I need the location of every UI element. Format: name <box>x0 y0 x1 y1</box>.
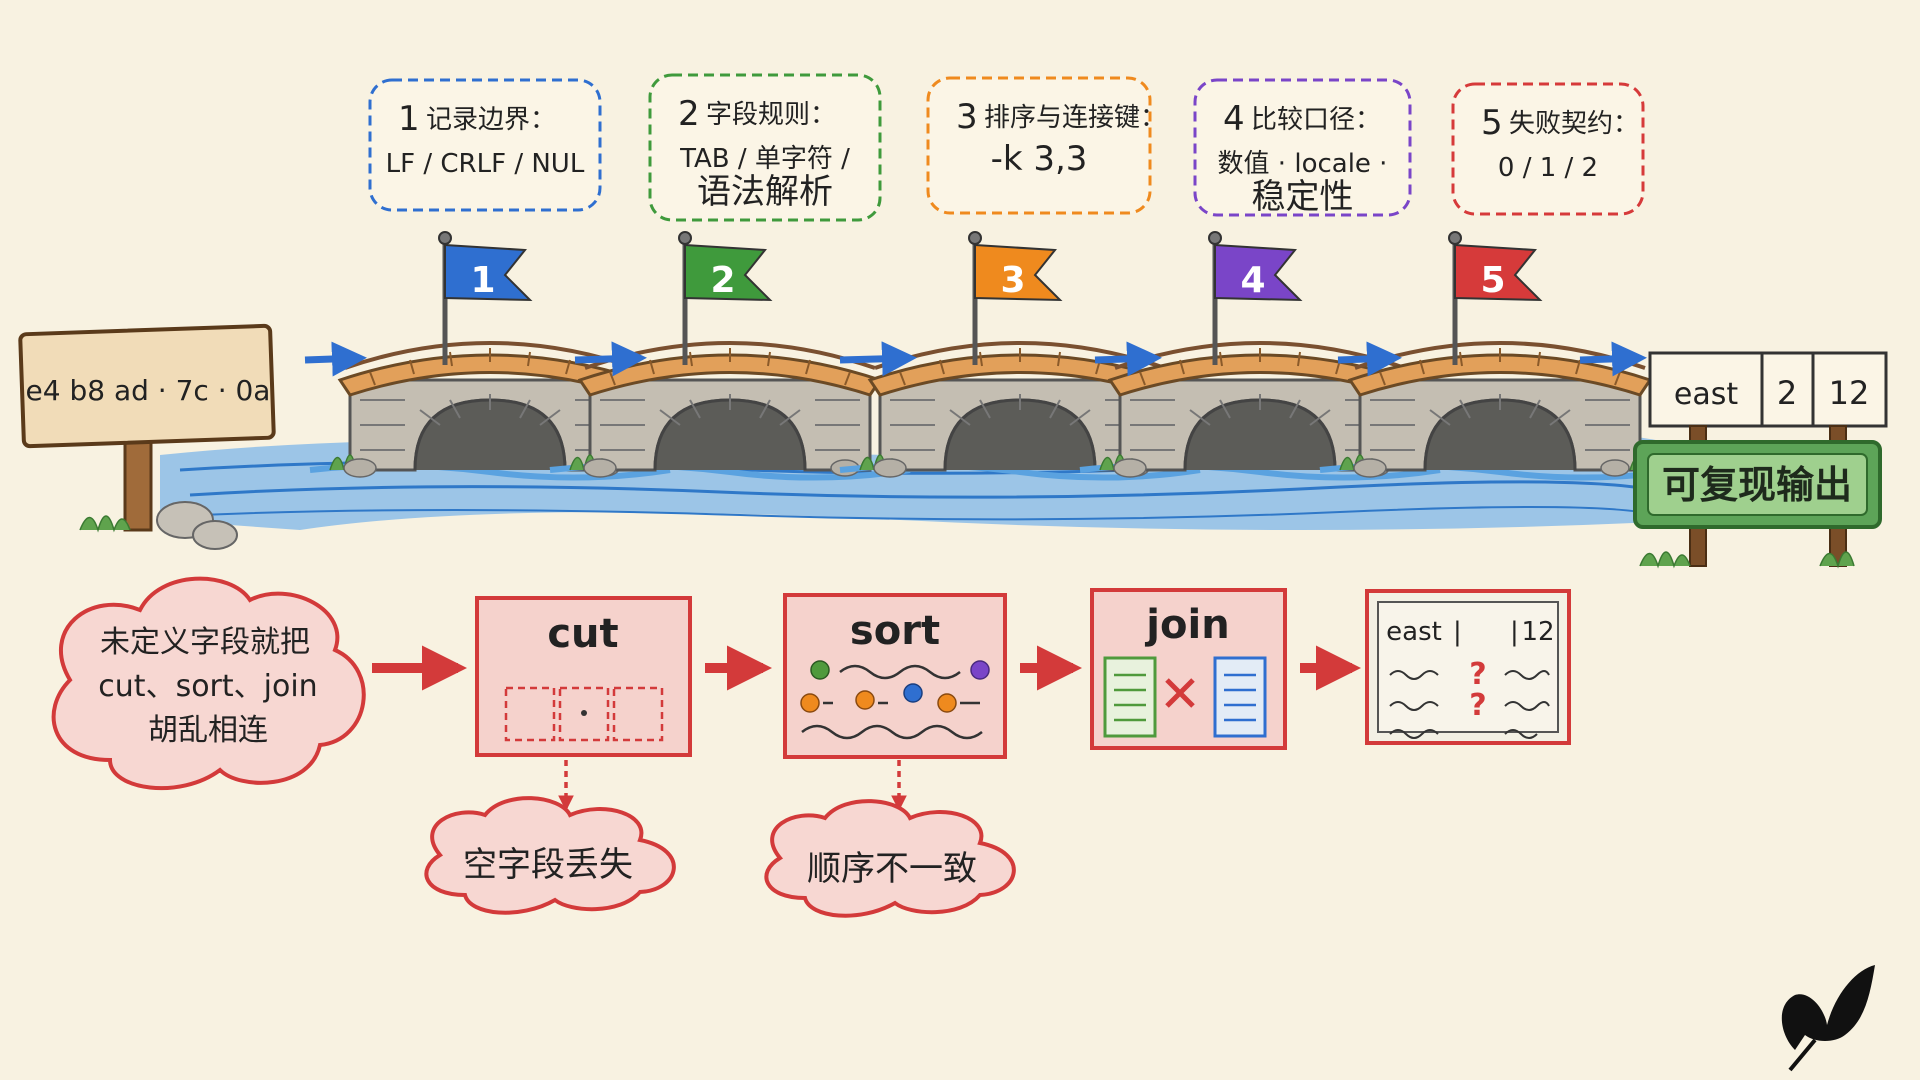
cut-label: cut <box>547 611 618 657</box>
flow-arrow-3 <box>839 341 917 377</box>
bridges: 1 2 3 4 5 <box>310 231 1680 478</box>
step-title-2: 字段规则： <box>706 100 836 130</box>
flag-number-3: 3 <box>1000 260 1025 301</box>
bridge-5: 5 <box>1320 231 1680 478</box>
flow-arrow-1 <box>304 341 367 377</box>
output-cell-1: east <box>1674 377 1738 412</box>
step-detail-5-1: 0 / 1 / 2 <box>1498 153 1598 183</box>
step-detail-1-1: LF / CRLF / NUL <box>386 149 585 179</box>
flag-number-5: 5 <box>1480 260 1505 301</box>
flow-arrow-6 <box>1579 341 1647 377</box>
output-cell-3: 12 <box>1829 374 1870 412</box>
flag-4 <box>1214 243 1303 302</box>
step-title-4: 比较口径： <box>1251 105 1381 135</box>
step-title-5: 失败契约： <box>1509 109 1639 139</box>
butterfly-logo-icon <box>1781 965 1875 1072</box>
sort-label: sort <box>850 608 940 654</box>
join-label: join <box>1144 602 1229 648</box>
step-detail-2-2: 语法解析 <box>697 172 833 212</box>
output-panel: east 2 12 可复现输出 <box>1633 351 1888 569</box>
failure-path: 未定义字段就把 cut、sort、join 胡乱相连 cut sort join <box>51 576 1571 918</box>
flow-arrow-4 <box>1094 341 1162 377</box>
result-cut-text: 空字段丢失 <box>463 845 633 885</box>
step-number-1: 1 <box>398 99 420 139</box>
flag-number-2: 2 <box>710 260 735 301</box>
flag-number-4: 4 <box>1240 260 1265 301</box>
flow-arrow-5 <box>1337 341 1402 377</box>
cut-box <box>475 596 692 757</box>
flag-1 <box>444 243 533 302</box>
step-detail-3-1: -k 3,3 <box>991 139 1088 179</box>
output-cell-2: 2 <box>1777 374 1797 412</box>
step-detail-4-2: 稳定性 <box>1252 177 1354 217</box>
broken-table-col1: east <box>1386 617 1442 647</box>
broken-mark-2: ? <box>1469 688 1486 723</box>
step-title-3: 排序与连接键： <box>984 103 1166 133</box>
result-cloud-sort <box>764 799 1016 918</box>
bridge-2: 2 <box>550 231 910 478</box>
result-cloud-cut <box>424 796 676 915</box>
step-detail-4-1: 数值 · locale · <box>1218 149 1388 179</box>
broken-mark-1: ? <box>1469 657 1486 692</box>
step-detail-2-1: TAB / 单字符 / <box>679 144 850 174</box>
bridge-4: 4 <box>1080 231 1440 478</box>
flow-arrows <box>304 341 1647 377</box>
flag-2 <box>684 243 773 302</box>
svg-text:|: | <box>1510 617 1519 647</box>
svg-text:|: | <box>1453 617 1462 647</box>
output-sign-text: 可复现输出 <box>1662 463 1852 507</box>
input-signpost: e4 b8 ad · 7c · 0a <box>18 323 276 550</box>
step-number-4: 4 <box>1223 99 1245 139</box>
failure-cloud-line-3: 胡乱相连 <box>148 713 268 748</box>
step-number-2: 2 <box>678 94 700 134</box>
step-title-1: 记录边界： <box>426 105 556 135</box>
result-sort-text: 顺序不一致 <box>807 849 977 889</box>
failure-cloud-line-1: 未定义字段就把 <box>100 625 310 660</box>
step-number-5: 5 <box>1481 103 1503 143</box>
bridge-3: 3 <box>840 231 1200 478</box>
flow-arrow-2 <box>574 341 647 377</box>
flag-5 <box>1454 243 1543 302</box>
input-sign-text: e4 b8 ad · 7c · 0a <box>26 374 271 407</box>
failure-cloud-line-2: cut、sort、join <box>98 669 317 704</box>
broken-table-col2: 12 <box>1521 617 1554 647</box>
failure-cloud <box>51 576 366 791</box>
step-number-3: 3 <box>956 97 978 137</box>
flag-number-1: 1 <box>470 260 495 301</box>
bridge-1: 1 <box>310 231 670 478</box>
flag-3 <box>974 243 1063 302</box>
